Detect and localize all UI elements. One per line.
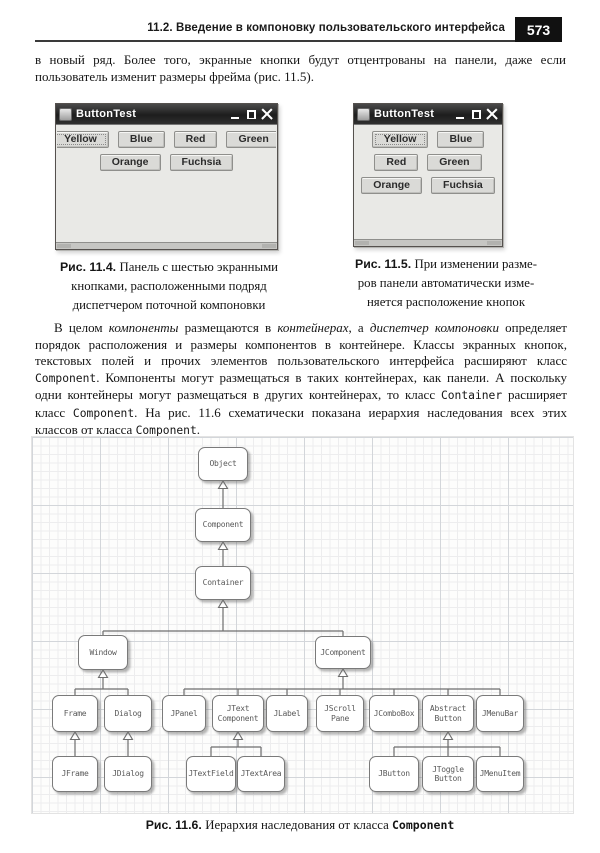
- page-number: 573: [526, 21, 551, 38]
- diagram-node-jscrollpane: JScroll Pane: [316, 695, 364, 732]
- diagram-node-object: Object: [198, 447, 248, 481]
- swing-button-orange[interactable]: Orange: [361, 177, 423, 194]
- running-head: 11.2. Введение в компоновку пользователь…: [147, 22, 505, 34]
- window-controls: [229, 108, 274, 121]
- close-icon[interactable]: [486, 108, 499, 121]
- paragraph-intro: в новый ряд. Более того, экранные кнопки…: [35, 52, 566, 84]
- swing-button-orange[interactable]: Orange: [99, 154, 161, 171]
- maximize-icon[interactable]: [470, 108, 483, 121]
- resize-grip-bar[interactable]: [56, 242, 277, 249]
- diagram-node-jtextarea: JTextArea: [237, 756, 285, 792]
- diagram-node-jdialog: JDialog: [104, 756, 152, 792]
- diagram-node-container: Container: [195, 566, 251, 600]
- diagram-node-jcombobox: JComboBox: [369, 695, 419, 732]
- window-title: ButtonTest: [374, 108, 435, 120]
- diagram-node-jbutton: JButton: [369, 756, 419, 792]
- diagram-node-jmenuitem: JMenuItem: [476, 756, 524, 792]
- running-head-rule: [35, 40, 515, 42]
- figure-caption-11-6: Рис. 11.6. Иерархия наследования от клас…: [145, 818, 455, 832]
- window-controls: [454, 108, 499, 121]
- diagram-node-jpanel: JPanel: [162, 695, 206, 732]
- button-row: Yellow Blue: [355, 131, 501, 148]
- button-row: Orange Fuchsia: [355, 177, 501, 194]
- diagram-node-frame: Frame: [52, 695, 98, 732]
- swing-button-green[interactable]: Green: [427, 154, 482, 171]
- diagram-node-jmenubar: JMenuBar: [476, 695, 524, 732]
- resize-grip-bar[interactable]: [354, 239, 502, 246]
- swing-button-yellow[interactable]: Yellow: [371, 131, 429, 148]
- diagram-node-jtextcomponent: JText Component: [212, 695, 264, 732]
- class-hierarchy-diagram: Object Component Container Window JCompo…: [31, 436, 574, 814]
- diagram-connectors: [69, 479, 501, 756]
- minimize-icon[interactable]: [229, 108, 242, 121]
- window-title: ButtonTest: [76, 108, 137, 120]
- swing-button-fuchsia[interactable]: Fuchsia: [169, 154, 234, 171]
- swing-button-red[interactable]: Red: [374, 154, 419, 171]
- button-row: Red Green: [355, 154, 501, 171]
- diagram-node-jframe: JFrame: [52, 756, 98, 792]
- figure-caption-11-5: Рис. 11.5. При изменении разме-ров панел…: [355, 257, 537, 309]
- diagram-node-jcomponent: JComponent: [315, 636, 371, 669]
- diagram-node-jtogglebutton: JToggle Button: [422, 756, 474, 792]
- diagram-node-window: Window: [78, 635, 128, 670]
- diagram-node-jlabel: JLabel: [266, 695, 308, 732]
- button-row: Orange Fuchsia: [57, 154, 276, 171]
- java-app-icon: [357, 107, 370, 121]
- java-app-icon: [59, 107, 72, 121]
- diagram-node-abstractbutton: Abstract Button: [422, 695, 474, 732]
- swing-button-blue[interactable]: Blue: [437, 131, 485, 148]
- diagram-node-jtextfield: JTextField: [186, 756, 236, 792]
- minimize-icon[interactable]: [454, 108, 467, 121]
- swing-button-blue[interactable]: Blue: [117, 131, 165, 148]
- paragraph-main: В целом компоненты размещаются в контейн…: [35, 320, 567, 437]
- swing-button-green[interactable]: Green: [226, 131, 276, 148]
- diagram-node-component: Component: [195, 508, 251, 542]
- titlebar[interactable]: ButtonTest: [56, 104, 277, 125]
- swing-button-red[interactable]: Red: [173, 131, 218, 148]
- titlebar[interactable]: ButtonTest: [354, 104, 502, 125]
- maximize-icon[interactable]: [245, 108, 258, 121]
- page-number-box: 573: [515, 17, 562, 42]
- button-row: Yellow Blue Red Green: [57, 131, 276, 148]
- swing-button-yellow[interactable]: Yellow: [57, 131, 109, 148]
- swing-button-fuchsia[interactable]: Fuchsia: [431, 177, 495, 194]
- diagram-node-dialog: Dialog: [104, 695, 152, 732]
- close-icon[interactable]: [261, 108, 274, 121]
